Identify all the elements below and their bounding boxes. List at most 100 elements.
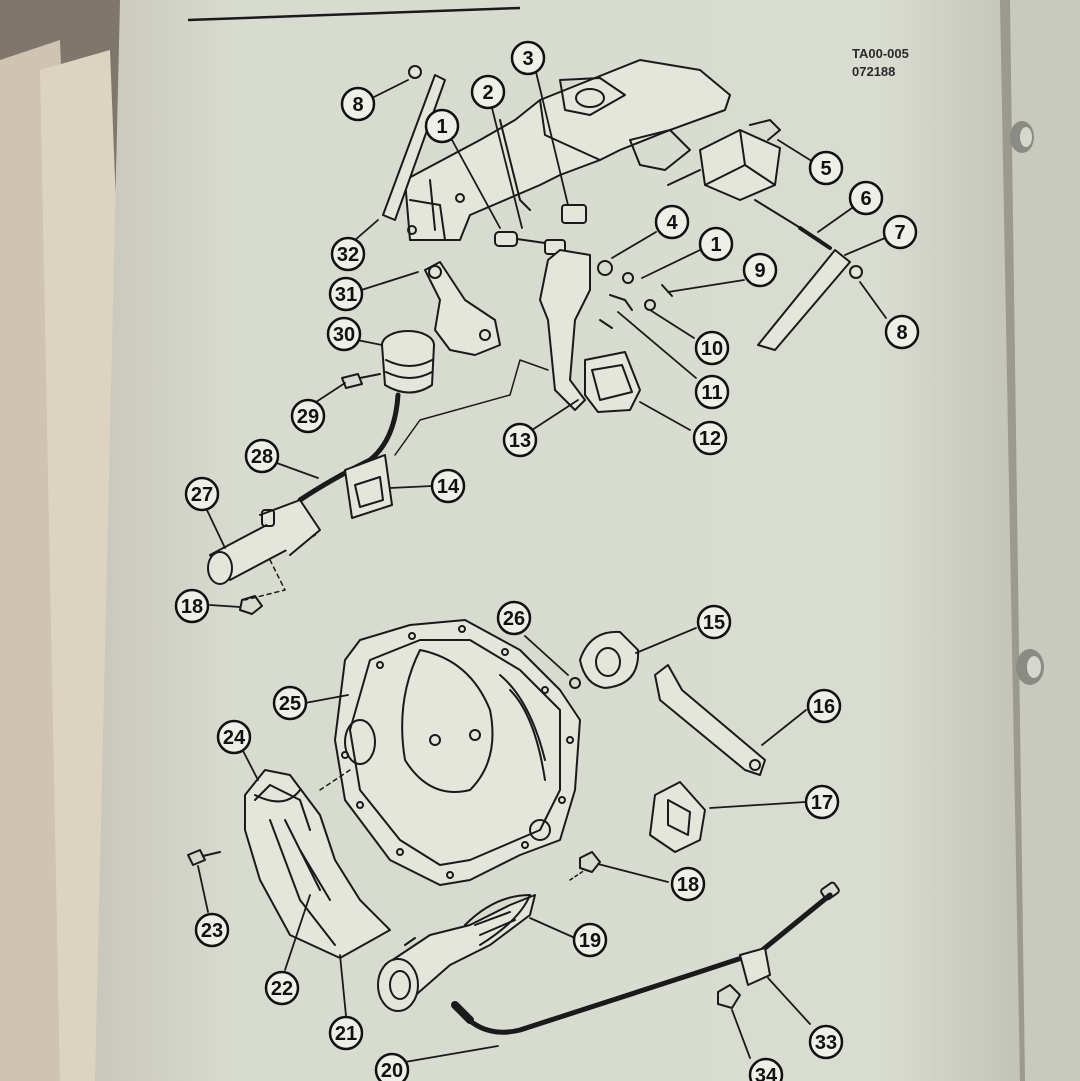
callout-14: 14 [430, 468, 466, 504]
callout-circle [328, 276, 364, 312]
brace-strap-upper [382, 74, 446, 221]
callout-15: 15 [696, 604, 732, 640]
callout-label: 9 [754, 260, 765, 282]
callout-label: 30 [333, 324, 355, 346]
callout-label: 2 [482, 82, 493, 104]
callout-circle [326, 316, 362, 352]
callout-label: 8 [896, 322, 907, 344]
callout-label: 27 [191, 484, 213, 506]
callout-label: 26 [503, 608, 525, 630]
callout-circle [272, 685, 308, 721]
callout-circle [510, 40, 546, 76]
header-rule [187, 6, 521, 22]
callout-circle [698, 226, 734, 262]
shield-bolt [187, 849, 206, 866]
pedal-bracket-assembly [404, 59, 731, 241]
callout-label: 12 [699, 428, 721, 450]
callout-circle [696, 604, 732, 640]
callout-circle [884, 314, 920, 350]
callout-circle [694, 374, 730, 410]
mounting-bolt [341, 373, 363, 389]
callout-label: 1 [436, 116, 447, 138]
callout-label: 8 [352, 94, 363, 116]
release-fork [654, 664, 766, 776]
callout-8: 8 [340, 86, 376, 122]
callout-label: 17 [811, 792, 833, 814]
callout-label: 24 [223, 727, 246, 749]
callout-circle [806, 688, 842, 724]
callout-label: 25 [279, 693, 301, 715]
callout-label: 4 [666, 212, 678, 234]
callout-23: 23 [194, 912, 230, 948]
callout-26: 26 [496, 600, 532, 636]
callout-label: 13 [509, 430, 531, 452]
nut [239, 595, 263, 615]
callout-label: 18 [181, 596, 203, 618]
line-nut [717, 984, 741, 1009]
callout-18: 18 [670, 866, 706, 902]
callout-label: 11 [701, 382, 722, 404]
callout-24: 24 [216, 719, 252, 755]
callout-circle [808, 150, 844, 186]
inspection-cover [244, 769, 391, 959]
callout-30: 30 [326, 316, 362, 352]
callout-circle [742, 252, 778, 288]
callout-label: 31 [335, 284, 357, 306]
dust-cover [649, 781, 706, 853]
callout-circle [502, 422, 538, 458]
callout-label: 14 [437, 476, 460, 498]
callout-circle [572, 922, 608, 958]
master-cylinder [207, 499, 321, 585]
callout-label: 18 [677, 874, 699, 896]
binder-ring-bottom [1016, 649, 1044, 685]
callout-22: 22 [264, 970, 300, 1006]
callout-circle [882, 214, 918, 250]
fluid-reservoir [381, 330, 435, 394]
callout-label: 16 [813, 696, 835, 718]
callout-circle [496, 600, 532, 636]
callout-1: 1 [424, 108, 460, 144]
callout-circle [174, 588, 210, 624]
callout-circle [430, 468, 466, 504]
callout-label: 32 [337, 244, 359, 266]
callout-label: 19 [579, 930, 601, 952]
callout-circle [694, 330, 730, 366]
callout-21: 21 [328, 1015, 364, 1051]
callout-2: 2 [470, 74, 506, 110]
callout-circle [194, 912, 230, 948]
callout-label: 6 [860, 188, 871, 210]
callout-circle [808, 1024, 844, 1060]
callout-19: 19 [572, 922, 608, 958]
callout-circle [748, 1057, 784, 1081]
callout-10: 10 [694, 330, 730, 366]
callout-5: 5 [808, 150, 844, 186]
callout-label: 21 [335, 1023, 357, 1045]
callout-label: 10 [701, 338, 723, 360]
callout-circle [804, 784, 840, 820]
callout-16: 16 [806, 688, 842, 724]
callout-circle [244, 438, 280, 474]
callout-circle [654, 204, 690, 240]
callout-circle [848, 180, 884, 216]
callout-circle [670, 866, 706, 902]
callout-label: 5 [820, 158, 831, 180]
release-fork-boot [579, 630, 640, 689]
callout-28: 28 [244, 438, 280, 474]
callout-34: 34 [748, 1057, 784, 1081]
callout-circle [374, 1052, 410, 1081]
callout-27: 27 [184, 476, 220, 512]
callout-circle [216, 719, 252, 755]
figure-code-line1: TA00-005 [852, 46, 909, 61]
callout-label: 34 [755, 1065, 778, 1081]
brace-strap [757, 249, 851, 351]
callout-label: 3 [522, 48, 533, 70]
bell-housing [334, 619, 581, 886]
callout-4: 4 [654, 204, 690, 240]
figure-code-line2: 072188 [852, 64, 895, 79]
callout-label: 15 [703, 612, 725, 634]
callout-label: 33 [815, 1032, 837, 1054]
callout-circle [290, 398, 326, 434]
clutch-pedal [539, 249, 641, 413]
callout-circle [470, 74, 506, 110]
